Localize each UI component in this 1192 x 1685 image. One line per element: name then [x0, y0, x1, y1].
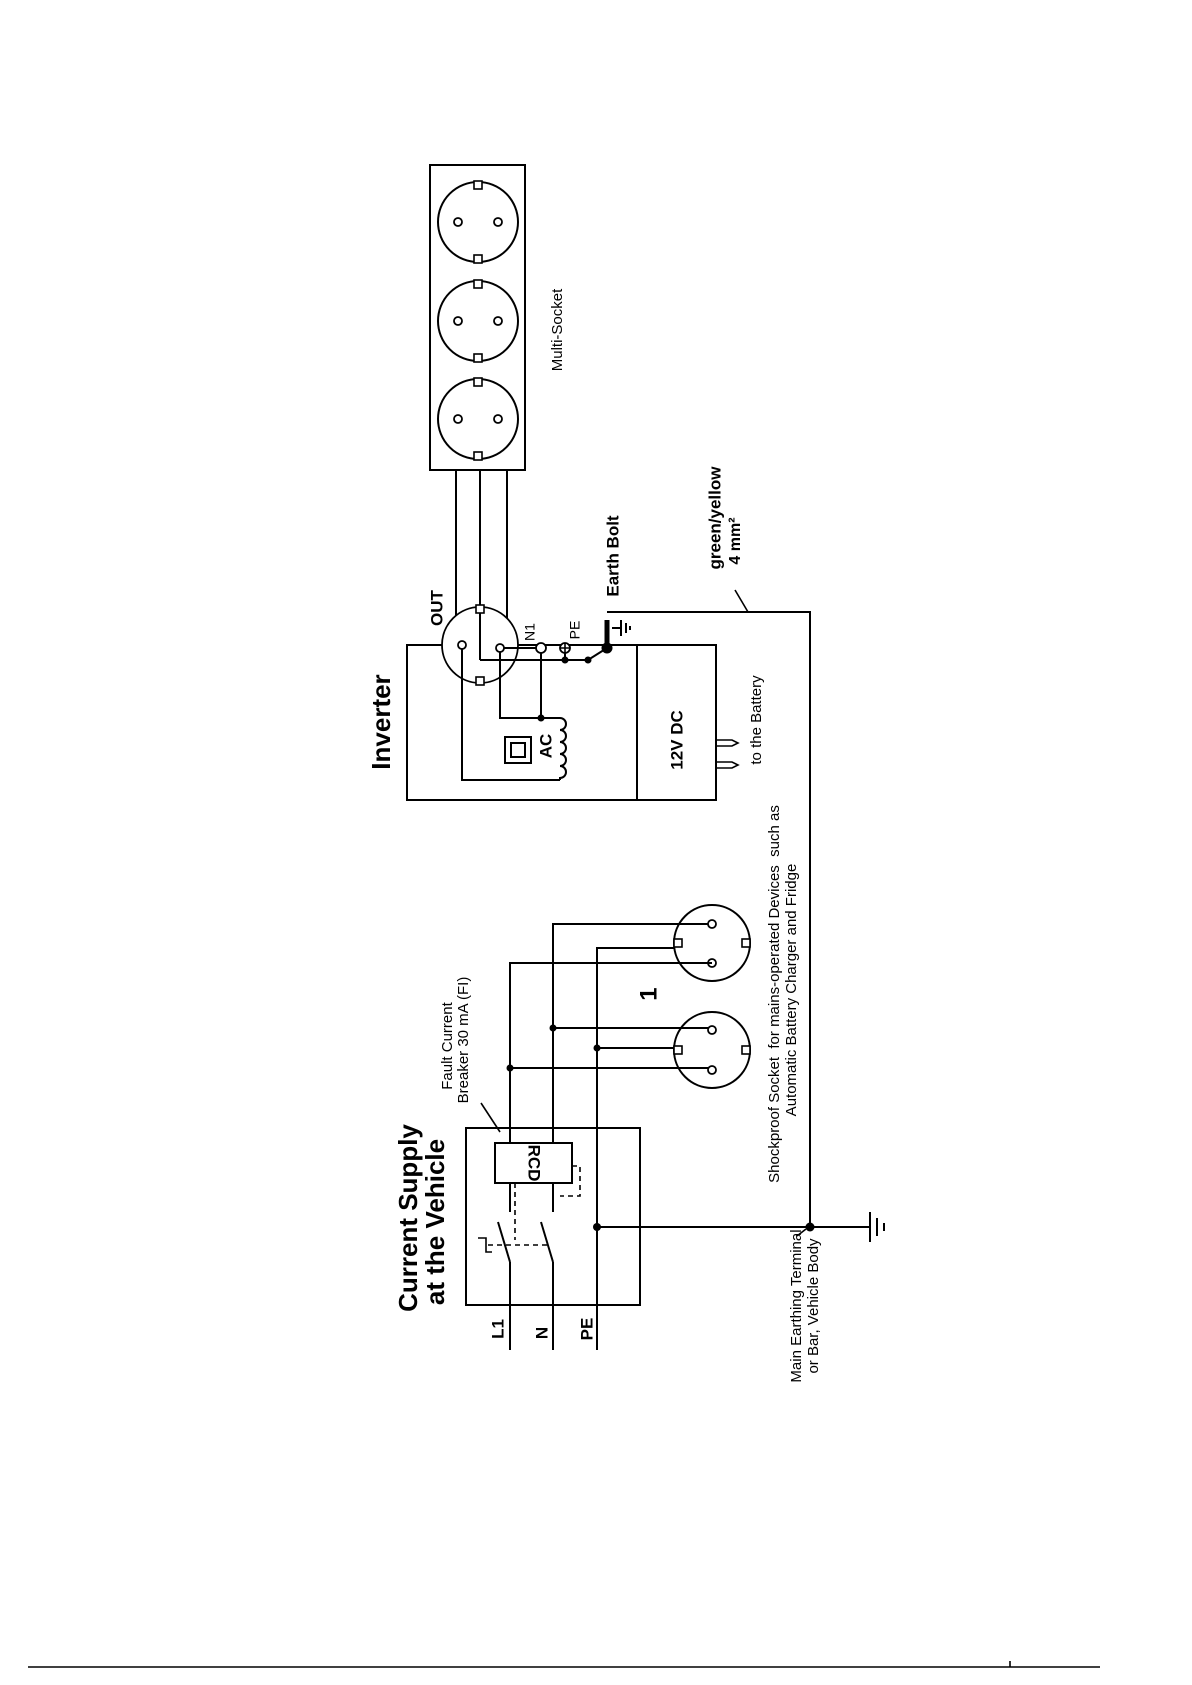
outlet-face [438, 182, 518, 262]
earth-symbol-icon [612, 620, 630, 636]
supply-title-line1: Current Supply [393, 1124, 423, 1312]
out-socket-earth-clip [476, 605, 484, 613]
pe-socket-wire [597, 948, 674, 1350]
multi-socket-outlet-1 [438, 181, 518, 263]
multi-socket: Multi-Socket [430, 165, 566, 470]
junction-dot [550, 1025, 557, 1032]
ac-label: AC [536, 734, 555, 759]
outlet-face [438, 379, 518, 459]
rcd-label: RCD [525, 1145, 544, 1182]
out-label: OUT [427, 589, 446, 626]
rcd-trip-linkage [560, 1166, 580, 1196]
ac-module-inner [511, 743, 525, 757]
outlet-pin-hole [454, 317, 462, 325]
multi-socket-outlet-3 [438, 378, 518, 460]
transformer-coil [560, 718, 566, 780]
main-earth-label-line2: or Bar, Vehicle Body [805, 1238, 822, 1374]
ground-symbol-icon [870, 1212, 884, 1242]
junction-dot [585, 657, 592, 664]
ac-module-icon [505, 737, 531, 763]
l1-switch-blade [498, 1222, 510, 1262]
socket-pin-hole [708, 1066, 716, 1074]
shockproof-socket-2 [674, 905, 750, 981]
breaker-label-line1: Fault Current [439, 1001, 456, 1089]
battery-leads [716, 740, 738, 768]
outlet-earth-clip [474, 255, 482, 263]
outlet-earth-clip [474, 378, 482, 386]
socket-face [674, 905, 750, 981]
pe-label: PE [577, 1318, 596, 1341]
junction-dot [538, 715, 545, 722]
shockproof-sockets: 1 Shockproof Socket for mains-operated D… [635, 805, 800, 1183]
n-socket-wire [553, 924, 708, 1143]
n-switch-blade [541, 1222, 553, 1262]
cable-color-label: green/yellow [705, 466, 724, 570]
junction-dot [562, 657, 569, 664]
inverter-out-socket [442, 605, 518, 685]
ac-module-outer [505, 737, 531, 763]
outlet-earth-clip [474, 354, 482, 362]
battery-label: to the Battery [748, 675, 765, 765]
out-socket-earth-clip [476, 677, 484, 685]
out-socket-pin-hole [458, 641, 466, 649]
junction-dot [593, 1223, 601, 1231]
dc-label: 12V DC [667, 710, 686, 770]
main-earth-label-line1: Main Earthing Terminal [788, 1229, 805, 1382]
shockproof-socket-1 [674, 1012, 750, 1088]
socket-pin-hole [708, 920, 716, 928]
n-label: N [532, 1327, 551, 1339]
earth-bolt-label: Earth Bolt [603, 515, 622, 597]
multi-socket-outlet-2 [438, 280, 518, 362]
multi-socket-housing [430, 165, 525, 470]
main-earthing-terminal [806, 1223, 815, 1232]
battery-lead-negative [716, 762, 738, 768]
socket-earth-clip [674, 1046, 682, 1054]
switch-linkage [488, 1183, 548, 1245]
socket-pin-hole [708, 1026, 716, 1034]
multi-socket-label: Multi-Socket [549, 288, 566, 371]
socket-earth-clip [742, 1046, 750, 1054]
pe-terminal-label: PE [567, 621, 583, 640]
outlet-earth-clip [474, 280, 482, 288]
outlet-pin-hole [454, 218, 462, 226]
socket-group-number: 1 [635, 987, 662, 1000]
junction-dot [594, 1045, 601, 1052]
socket-wiring [507, 924, 713, 1350]
socket-earth-clip [674, 939, 682, 947]
outlet-earth-clip [474, 452, 482, 460]
l1-label: L1 [488, 1319, 507, 1339]
n1-terminal [536, 643, 546, 653]
n1-label: N1 [522, 623, 538, 641]
outlet-pin-hole [454, 415, 462, 423]
cable-leader-line [735, 590, 748, 612]
out-socket-pin-hole [496, 644, 504, 652]
breaker-label-line2: Breaker 30 mA (FI) [455, 977, 472, 1104]
socket-face [674, 1012, 750, 1088]
outlet-pin-hole [494, 317, 502, 325]
cable-size-label: 4 mm² [727, 517, 744, 564]
outlet-face [438, 281, 518, 361]
earth-bolt-node [602, 643, 613, 654]
outlet-earth-clip [474, 181, 482, 189]
outlet-pin-hole [494, 218, 502, 226]
outlet-pin-hole [494, 415, 502, 423]
junction-dot [507, 1065, 514, 1072]
socket-note-line2: Automatic Battery Charger and Fridge [783, 864, 800, 1117]
inverter-title: Inverter [366, 674, 396, 769]
socket-note-line1: Shockproof Socket for mains-operated Dev… [766, 805, 783, 1183]
socket-earth-clip [742, 939, 750, 947]
battery-lead-positive [716, 740, 738, 746]
supply-title-line2: at the Vehicle [420, 1139, 450, 1305]
